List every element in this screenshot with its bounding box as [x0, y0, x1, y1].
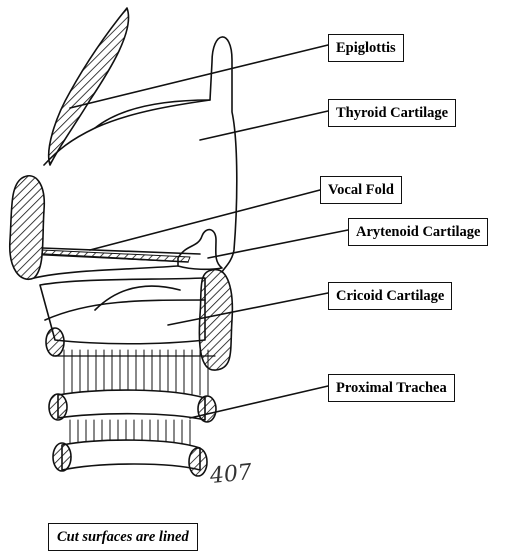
label-arytenoid-cartilage: Arytenoid Cartilage: [348, 218, 488, 246]
tracheal-ring-2: [62, 440, 200, 470]
cricotracheal-membrane: [64, 350, 208, 395]
cricoid-inner-line: [45, 300, 205, 320]
tracheal-ring-2-right-cut: [189, 448, 207, 476]
leader-vocal-fold: [90, 190, 320, 250]
tracheal-ring-1: [58, 390, 205, 420]
tracheal-ring-2-left-cut: [53, 443, 71, 471]
thyroid-lower-edge: [34, 266, 178, 278]
tracheal-ring-1-right-cut: [198, 396, 216, 422]
tracheal-ring-1-left-cut: [49, 394, 67, 420]
label-epiglottis: Epiglottis: [328, 34, 404, 62]
arytenoid-cartilage: [178, 230, 222, 270]
label-thyroid-cartilage: Thyroid Cartilage: [328, 99, 456, 127]
caption-box: Cut surfaces are lined: [48, 523, 198, 551]
leader-cricoid: [168, 293, 328, 325]
label-cricoid-cartilage: Cricoid Cartilage: [328, 282, 452, 310]
label-vocal-fold: Vocal Fold: [320, 176, 402, 204]
cricoid-left-cut: [46, 328, 64, 356]
cricoid-cut-surface: [199, 270, 232, 371]
artist-signature: 407: [209, 460, 253, 489]
cricoid-upper-contour: [95, 286, 180, 310]
vocal-fold-hatch: [42, 250, 190, 262]
leader-thyroid: [200, 111, 328, 140]
thyroid-cut-surface: [10, 176, 44, 279]
epiglottis-cut-surface: [49, 8, 129, 165]
label-proximal-trachea: Proximal Trachea: [328, 374, 455, 402]
leader-arytenoid: [208, 230, 348, 258]
cricoid-body: [40, 278, 205, 344]
thyroid-upper-edge: [95, 100, 210, 128]
